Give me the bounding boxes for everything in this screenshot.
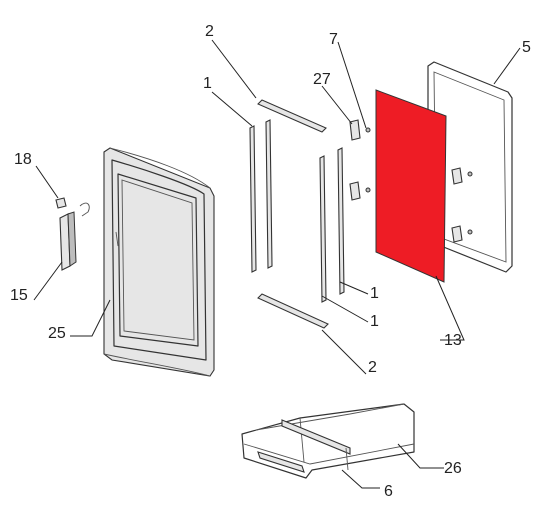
- label-5: 5: [522, 39, 531, 56]
- label-13: 13: [444, 332, 462, 349]
- callout-labels: 2 7 5 27 1 18 15 25 1 1 13 2 26 6: [10, 23, 531, 500]
- handle-bracket-part-15[interactable]: [59, 211, 77, 271]
- label-25: 25: [48, 325, 66, 342]
- drawer-handle-part-6[interactable]: [281, 419, 351, 471]
- label-26: 26: [444, 460, 462, 477]
- clip-part-18[interactable]: [55, 197, 90, 217]
- label-2-top: 2: [205, 23, 214, 40]
- seal-strip-top-part-2[interactable]: [257, 99, 327, 133]
- glass-clips-part-27[interactable]: [349, 119, 371, 201]
- leader-lines: [33, 39, 521, 489]
- label-1-right-b: 1: [370, 313, 379, 330]
- label-1-left: 1: [203, 75, 212, 92]
- label-6: 6: [384, 483, 393, 500]
- label-27: 27: [313, 71, 331, 88]
- label-18: 18: [14, 151, 32, 168]
- label-1-right-a: 1: [370, 285, 379, 302]
- seal-strips-left-part-1[interactable]: [249, 119, 273, 273]
- seal-strip-bottom-part-2[interactable]: [257, 293, 329, 329]
- glass-pane-part-13[interactable]: [375, 89, 447, 283]
- label-7: 7: [329, 31, 338, 48]
- door-frame-part-25[interactable]: [103, 147, 215, 377]
- label-2-bottom: 2: [368, 359, 377, 376]
- label-15: 15: [10, 287, 28, 304]
- seal-strips-right-part-1[interactable]: [319, 147, 345, 303]
